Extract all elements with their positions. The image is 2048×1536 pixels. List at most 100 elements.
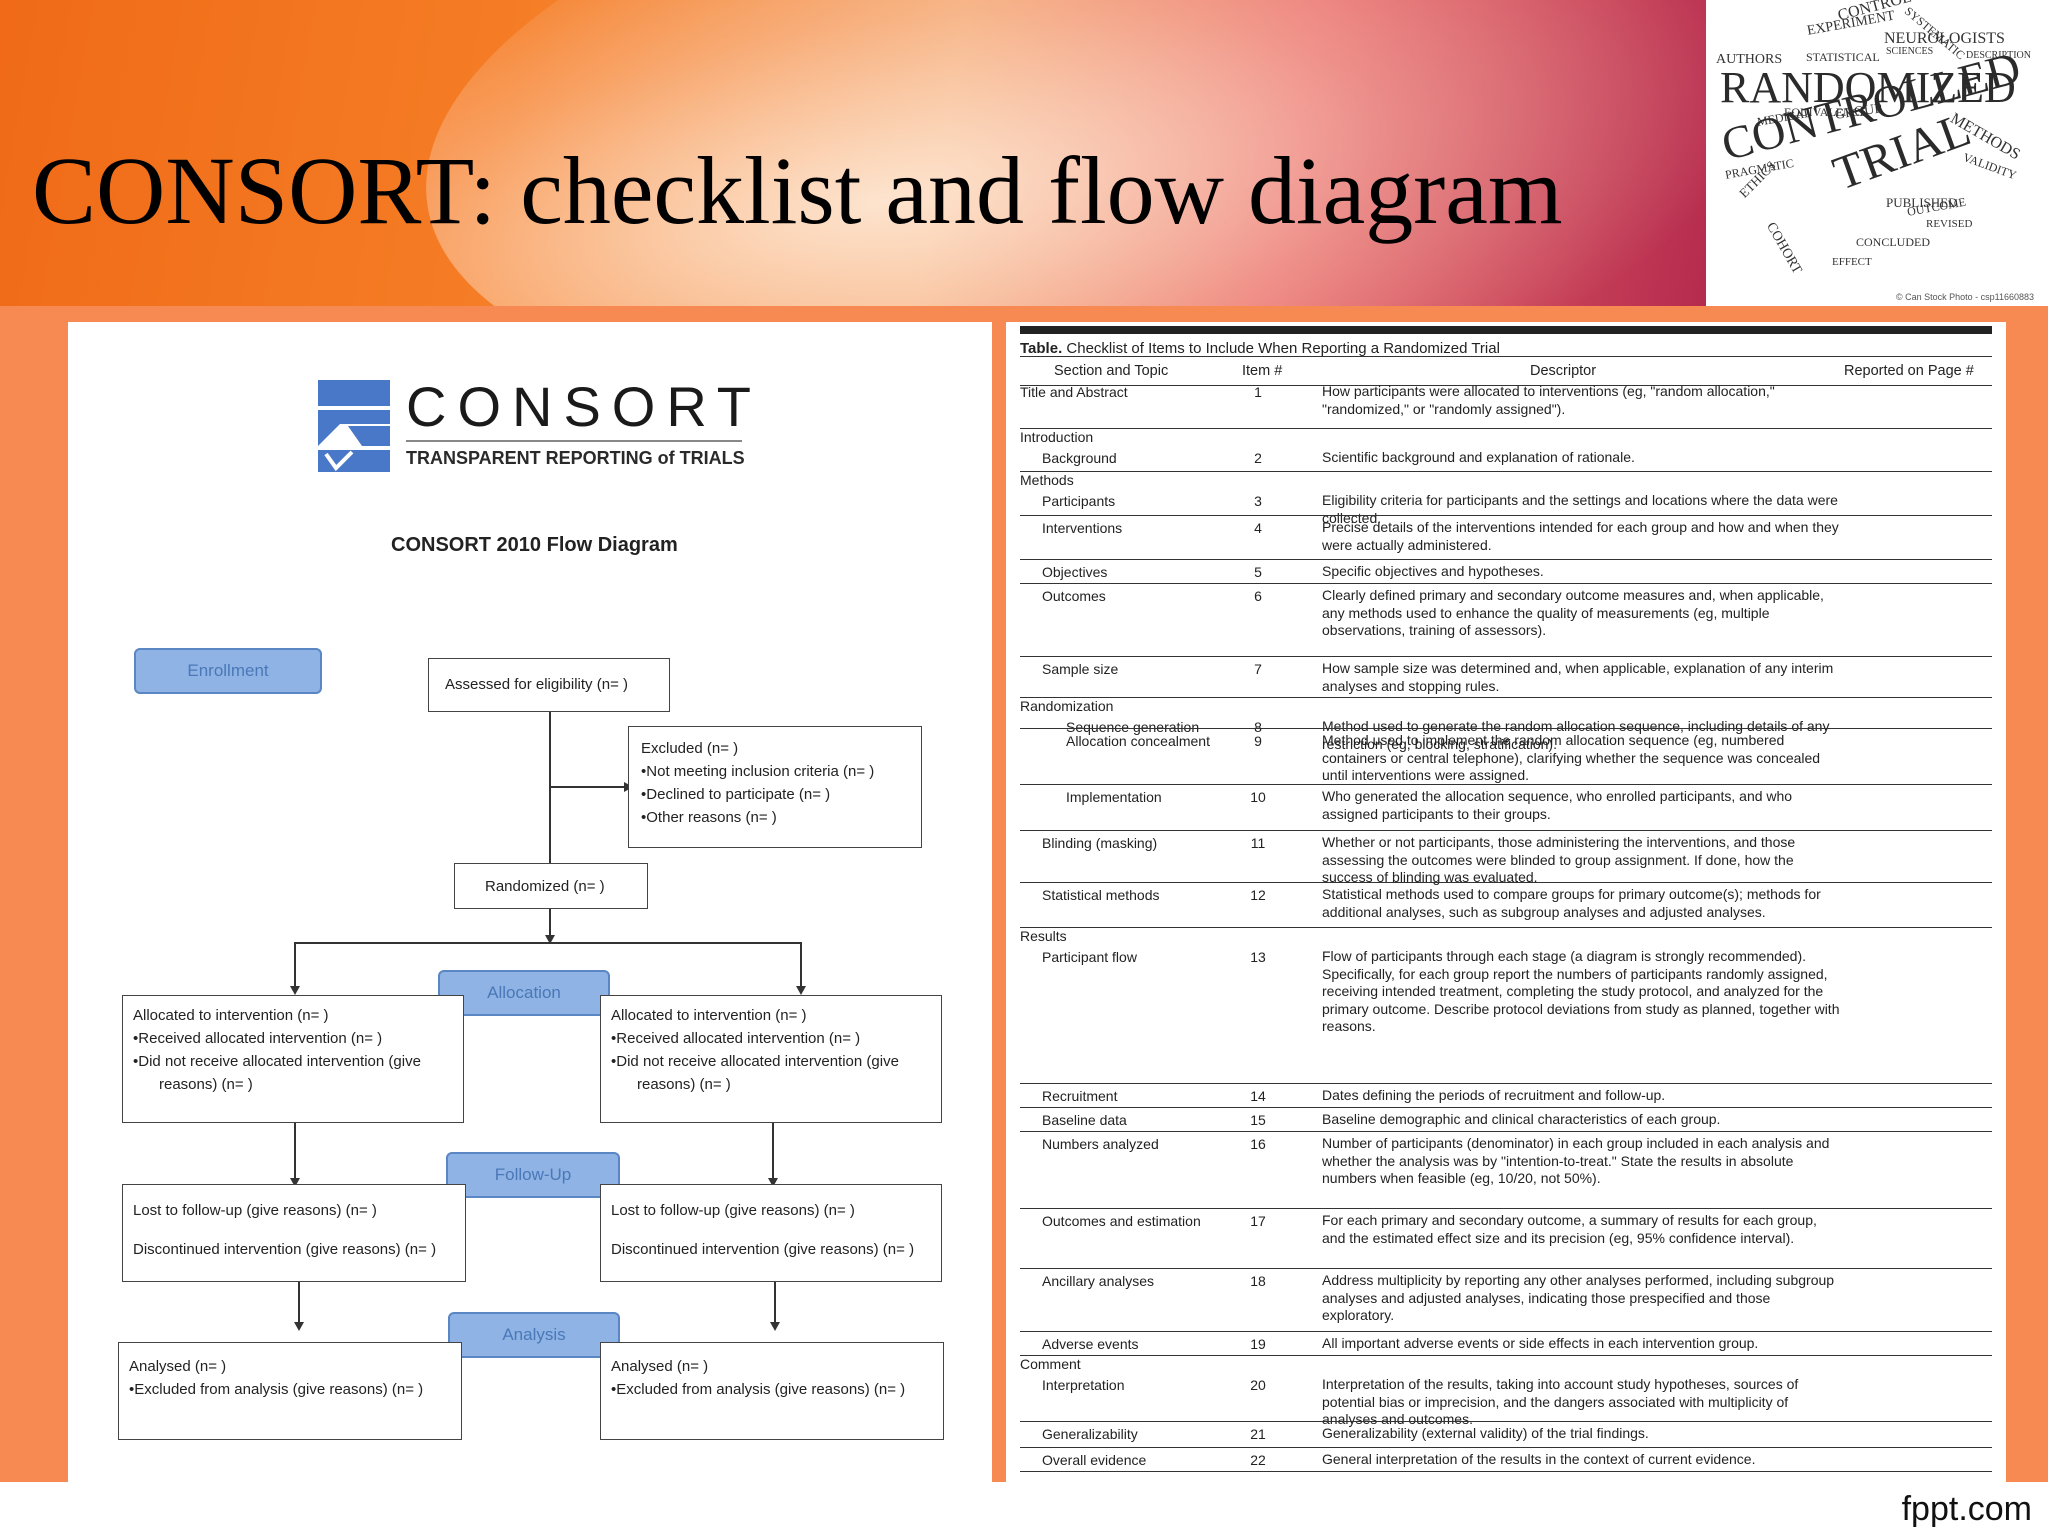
- checklist-descriptor: Number of participants (denominator) in …: [1322, 1135, 1830, 1186]
- checklist-topic: Outcomes: [1042, 588, 1106, 604]
- allocated-item: Did not receive allocated intervention (…: [611, 1050, 941, 1073]
- checklist-item-number: 6: [1254, 588, 1262, 604]
- row-divider: [1020, 784, 1992, 785]
- table-top-rule: [1020, 326, 1992, 334]
- word-cloud-word: STATISTICAL: [1806, 50, 1880, 64]
- connector: [294, 942, 296, 990]
- followup-right-box: Lost to follow-up (give reasons) (n= ) D…: [600, 1184, 942, 1282]
- checklist-descriptor: Flow of participants through each stage …: [1322, 948, 1840, 1034]
- checklist-topic: Participant flow: [1042, 949, 1137, 965]
- checklist-item-number: 1: [1254, 384, 1262, 400]
- analysis-item: Excluded from analysis (give reasons) (n…: [611, 1378, 943, 1401]
- analysis-left-box: Analysed (n= ) Excluded from analysis (g…: [118, 1342, 462, 1440]
- word-cloud-word: DESCRIPTION: [1966, 50, 2032, 61]
- flow-diagram-panel: CONSORT TRANSPARENT REPORTING of TRIALS …: [68, 322, 992, 1486]
- checklist-item-number: 3: [1254, 493, 1262, 509]
- checklist-section: Introduction: [1020, 429, 1094, 445]
- checklist-item-number: 19: [1250, 1336, 1266, 1352]
- row-divider: [1020, 1471, 1992, 1472]
- allocated-item: Received allocated intervention (n= ): [133, 1027, 463, 1050]
- checklist-topic: Participants: [1042, 493, 1116, 509]
- checklist-item-number: 16: [1250, 1136, 1266, 1152]
- row-divider: [1020, 927, 1992, 928]
- checklist-item-number: 18: [1250, 1273, 1266, 1289]
- checklist-item-number: 11: [1250, 835, 1266, 851]
- logo-wordmark: CONSORT: [406, 375, 762, 438]
- checklist-panel: Table. Checklist of Items to Include Whe…: [1006, 322, 2006, 1486]
- header-page: Reported on Page #: [1844, 363, 1974, 379]
- checklist-item-number: 13: [1250, 949, 1266, 965]
- header-descriptor: Descriptor: [1530, 363, 1597, 379]
- checklist-descriptor: Baseline demographic and clinical charac…: [1322, 1111, 1721, 1127]
- checklist-topic: Adverse events: [1042, 1336, 1139, 1352]
- word-cloud-word: NEUROLOGISTS: [1884, 30, 2005, 47]
- word-cloud-word: RANDOMIZED: [1720, 63, 2016, 112]
- stage-analysis: Analysis: [448, 1312, 620, 1358]
- checklist-item-number: 2: [1254, 450, 1262, 466]
- table-header: Section and Topic Item # Descriptor Repo…: [1020, 356, 1992, 386]
- allocated-item: Received allocated intervention (n= ): [611, 1027, 941, 1050]
- checklist-item-number: 5: [1254, 564, 1262, 580]
- row-divider: [1020, 830, 1992, 831]
- checklist-section: Results: [1020, 928, 1067, 944]
- checklist-descriptor: For each primary and secondary outcome, …: [1322, 1212, 1817, 1246]
- consort-logo-icon: [318, 380, 390, 472]
- followup-item: Discontinued intervention (give reasons)…: [611, 1241, 915, 1258]
- checklist-topic: Blinding (masking): [1042, 835, 1158, 851]
- checklist-descriptor: Scientific background and explanation of…: [1322, 449, 1635, 465]
- allocated-left-box: Allocated to intervention (n= ) Received…: [122, 995, 464, 1123]
- followup-item: Lost to follow-up (give reasons) (n= ): [611, 1202, 855, 1219]
- checklist-descriptor: Interpretation of the results, taking in…: [1322, 1376, 1799, 1427]
- arrow-down-icon: [796, 986, 806, 995]
- arrow-down-icon: [770, 1322, 780, 1331]
- image-credit: © Can Stock Photo - csp11660883: [1895, 292, 2034, 302]
- checklist-topic: Implementation: [1066, 789, 1162, 805]
- checklist-descriptor: Specific objectives and hypotheses.: [1322, 563, 1544, 579]
- checklist-row: Statistical methods 12 Statistical methods…: [1020, 883, 1992, 928]
- row-divider: [1020, 583, 1992, 584]
- diagram-title: CONSORT 2010 Flow Diagram: [391, 534, 678, 556]
- connector: [298, 1282, 300, 1328]
- checklist-descriptor: Method used to generate the random alloc…: [1322, 718, 1830, 752]
- checklist-descriptor: How sample size was determined and, when…: [1322, 660, 1834, 694]
- checklist-descriptor: Generalizability (external validity) of …: [1322, 1425, 1649, 1441]
- checklist-descriptor: Statistical methods used to compare grou…: [1322, 886, 1821, 920]
- allocated-title: Allocated to intervention (n= ): [133, 1007, 329, 1024]
- word-cloud-word: REVISED: [1926, 218, 1973, 230]
- word-cloud-word: EFFECT: [1832, 256, 1872, 268]
- checklist-topic: Ancillary analyses: [1042, 1273, 1155, 1289]
- row-divider: [1020, 1083, 1992, 1084]
- checklist-topic: Statistical methods: [1042, 887, 1160, 903]
- checklist-item-number: 20: [1250, 1377, 1266, 1393]
- arrow-down-icon: [290, 986, 300, 995]
- analysis-right-box: Analysed (n= ) Excluded from analysis (g…: [600, 1342, 944, 1440]
- row-divider: [1020, 1355, 1992, 1356]
- followup-item: Lost to follow-up (give reasons) (n= ): [133, 1202, 377, 1219]
- checklist-descriptor: Whether or not participants, those admin…: [1322, 834, 1796, 885]
- checklist-descriptor: How participants were allocated to inter…: [1322, 383, 1775, 417]
- checklist-item-number: 12: [1250, 887, 1266, 903]
- checklist-topic: Sequence generation: [1066, 719, 1200, 735]
- row-divider: [1020, 1208, 1992, 1209]
- stage-allocation: Allocation: [438, 970, 610, 1016]
- footer-bar: [0, 1482, 2048, 1536]
- row-divider: [1020, 697, 1992, 698]
- checklist-topic: Numbers analyzed: [1042, 1136, 1159, 1152]
- checklist-section: Randomization: [1020, 698, 1114, 714]
- assessed-box: Assessed for eligibility (n= ): [428, 658, 670, 712]
- checklist-descriptor: Eligibility criteria for participants an…: [1322, 492, 1838, 526]
- logo-divider: [406, 440, 742, 442]
- footer-brand: fppt.com: [1901, 1490, 2032, 1528]
- allocated-item: reasons) (n= ): [159, 1076, 253, 1093]
